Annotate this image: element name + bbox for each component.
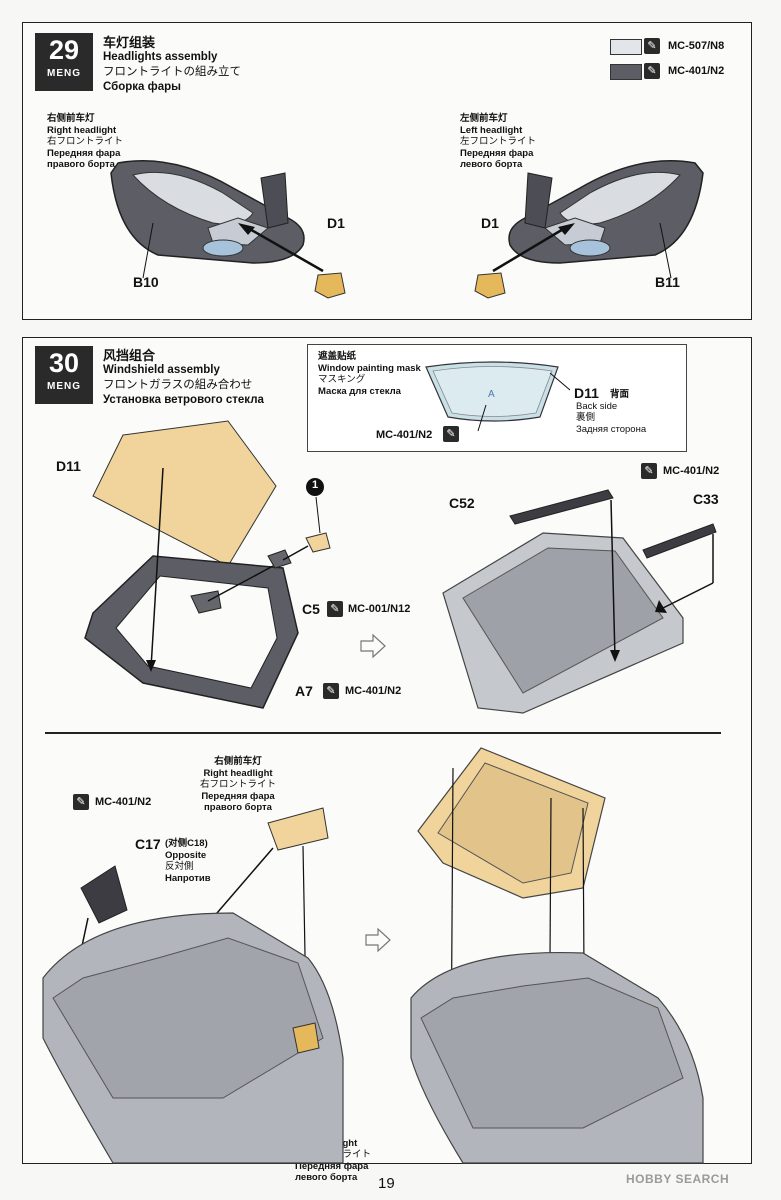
label-ru1: Передняя фара bbox=[47, 147, 121, 159]
brush-icon: ✎ bbox=[73, 794, 89, 810]
windshield-mask-drawing bbox=[425, 361, 571, 432]
back-cn: 背面 bbox=[610, 389, 630, 400]
lower-paint-code: MC-401/N2 bbox=[95, 796, 152, 808]
paint-code-1: MC-507/N8 bbox=[668, 40, 725, 52]
step-29-badge: 29 MENG bbox=[35, 33, 93, 91]
c17-opposite-label: (对侧C18) Opposite 反対側 Напротив bbox=[165, 838, 211, 884]
back-ru: Задняя сторона bbox=[576, 423, 647, 435]
mask-cn: 遮盖贴纸 bbox=[318, 351, 357, 362]
part-c17: C17 bbox=[135, 836, 161, 852]
page-number: 19 bbox=[378, 1175, 395, 1192]
meng-logo: MENG bbox=[47, 381, 81, 392]
label-ru2: левого борта bbox=[460, 159, 523, 170]
left-headlight-label: 左侧前车灯 Left headlight 左フロントライト Передняя ф… bbox=[460, 113, 536, 171]
title-ru: Сборка фары bbox=[103, 81, 181, 93]
paint-swatch-1 bbox=[610, 39, 642, 55]
label-cn: 右侧前车灯 bbox=[47, 113, 95, 124]
opposite-ru: Напротив bbox=[165, 872, 211, 884]
left-headlight-drawing bbox=[474, 160, 704, 299]
label-jp: 左フロントライト bbox=[460, 136, 537, 147]
title-jp: フロントライトの組み立て bbox=[103, 66, 241, 78]
title-en: Headlights assembly bbox=[103, 51, 218, 63]
mask-paint-code: MC-401/N2 bbox=[376, 429, 433, 441]
label-cn: 左侧前车灯 bbox=[460, 113, 508, 124]
mask-jp: マスキング bbox=[318, 374, 366, 385]
title-en: Windshield assembly bbox=[103, 364, 220, 376]
brush-icon: ✎ bbox=[323, 683, 339, 699]
part-d1-left: D1 bbox=[481, 215, 499, 231]
step-29-title: 车灯组装 Headlights assembly フロントライトの組み立て Сб… bbox=[103, 35, 241, 95]
part-c5: C5 bbox=[302, 601, 320, 617]
c5-paint-code: MC-001/N12 bbox=[348, 603, 411, 615]
paint-code-2: MC-401/N2 bbox=[668, 65, 725, 77]
right-headlight-label: 右侧前车灯 Right headlight 右フロントライト Передняя … bbox=[47, 113, 123, 171]
back-side-label: 背面 Back side 裏側 Задняя сторона bbox=[576, 389, 646, 435]
title-cn: 风挡组合 bbox=[103, 348, 156, 363]
title-ru: Установка ветрового стекла bbox=[103, 394, 264, 406]
mask-ru: Маска для стекла bbox=[318, 385, 401, 397]
label-jp: 右フロントライト bbox=[47, 136, 124, 147]
brush-icon: ✎ bbox=[641, 463, 657, 479]
label-ru1: Передняя фара bbox=[460, 147, 534, 159]
part-d1-right: D1 bbox=[327, 215, 345, 231]
part-d11: D11 bbox=[56, 458, 81, 474]
windshield-frame-drawing bbox=[84, 420, 717, 714]
wiper-paint-code: MC-401/N2 bbox=[663, 465, 720, 477]
brush-icon: ✎ bbox=[327, 601, 343, 617]
mask-label: 遮盖贴纸 Window painting mask マスキング Маска дл… bbox=[318, 351, 421, 397]
mask-en: Window painting mask bbox=[318, 362, 421, 374]
label-ru2: левого борта bbox=[295, 1172, 358, 1183]
body-assembly-drawing bbox=[42, 747, 704, 1164]
section-divider bbox=[45, 732, 721, 734]
label-ru2: правого борта bbox=[47, 159, 115, 170]
back-jp: 裏側 bbox=[576, 412, 596, 423]
c17-opp: (对侧C18) bbox=[165, 838, 208, 849]
opposite-en: Opposite bbox=[165, 849, 207, 861]
label-en: Right headlight bbox=[47, 124, 117, 136]
watermark-text: HOBBY SEARCH bbox=[626, 1172, 730, 1186]
label-jp: 右フロントライト bbox=[200, 779, 277, 790]
circle-one-label: 1 bbox=[311, 479, 319, 491]
label-ru2: правого борта bbox=[204, 802, 272, 813]
meng-logo: MENG bbox=[47, 68, 81, 79]
part-c33: C33 bbox=[693, 491, 719, 507]
a7-paint-code: MC-401/N2 bbox=[345, 685, 402, 697]
step-30-panel: 30 MENG 风挡组合 Windshield assembly フロントガラス… bbox=[22, 337, 752, 1183]
step-number: 30 bbox=[48, 348, 80, 378]
watermark: HOBBY SEARCH bbox=[626, 1172, 729, 1186]
mask-part-a: A bbox=[488, 389, 495, 400]
title-cn: 车灯组装 bbox=[103, 35, 156, 50]
title-jp: フロントガラスの組み合わせ bbox=[103, 379, 253, 391]
step-29-panel: 29 MENG 车灯组装 Headlights assembly フロントライト… bbox=[22, 22, 752, 320]
label-cn: 右侧前车灯 bbox=[214, 756, 262, 767]
brush-icon: ✎ bbox=[443, 426, 459, 442]
part-b10: B10 bbox=[133, 274, 159, 290]
mask-info-box: 遮盖贴纸 Window painting mask マスキング Маска дл… bbox=[307, 344, 687, 452]
mask-part-d11: D11 bbox=[574, 385, 599, 401]
brush-icon: ✎ bbox=[644, 63, 660, 79]
step-30-badge: 30 MENG bbox=[35, 346, 93, 404]
part-c52: C52 bbox=[449, 495, 475, 511]
part-a7: A7 bbox=[295, 683, 313, 699]
paint-swatch-2 bbox=[610, 64, 642, 80]
brush-icon: ✎ bbox=[644, 38, 660, 54]
opposite-jp: 反対側 bbox=[165, 861, 194, 872]
step-30-title: 风挡组合 Windshield assembly フロントガラスの組み合わせ У… bbox=[103, 348, 264, 408]
label-ru1: Передняя фара bbox=[201, 790, 275, 802]
label-en: Left headlight bbox=[460, 124, 523, 136]
part-b11: B11 bbox=[655, 274, 680, 290]
step-number: 29 bbox=[48, 35, 80, 65]
lower-right-headlight-label: 右侧前车灯 Right headlight 右フロントライト Передняя … bbox=[200, 756, 276, 814]
back-en: Back side bbox=[576, 400, 618, 412]
label-en: Right headlight bbox=[203, 767, 273, 779]
label-ru1: Передняя фара bbox=[295, 1160, 369, 1172]
right-headlight-drawing bbox=[110, 160, 346, 299]
